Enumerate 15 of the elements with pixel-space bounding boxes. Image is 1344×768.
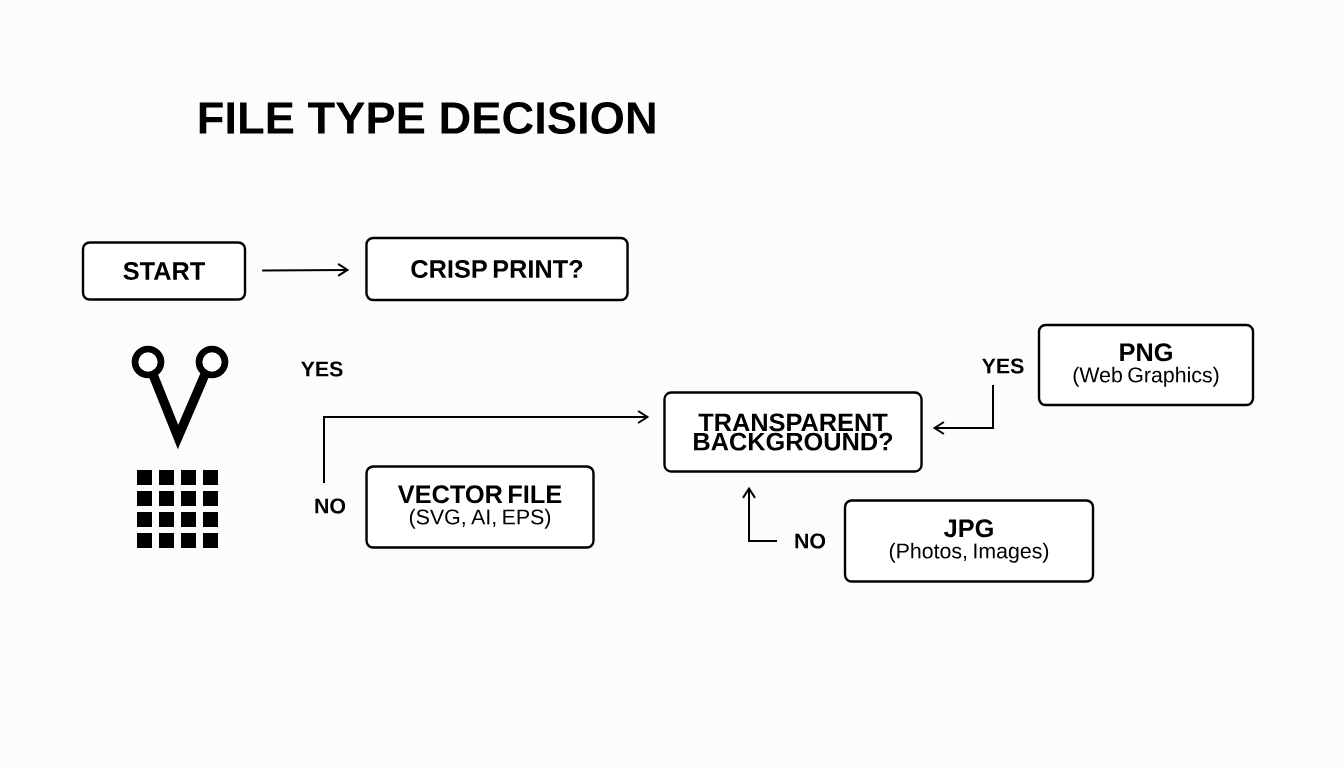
arrow <box>742 486 778 542</box>
edge-label: NO <box>312 497 348 515</box>
arrow <box>932 384 994 435</box>
decision-box: CRISP PRINT? <box>365 236 629 302</box>
branch-label: YES <box>301 361 343 377</box>
result-box: JPG (Photos, Images) <box>843 499 1095 583</box>
edge-label: NO <box>792 532 828 550</box>
arrow <box>323 410 650 484</box>
result-box: VECTOR FILE (SVG, AI, EPS) <box>365 465 595 549</box>
arrow <box>261 262 350 277</box>
decision-box: TRANSPARENT BACKGROUND? <box>663 391 923 473</box>
start-box: START <box>81 241 247 301</box>
title: FILE TYPE DECISION <box>199 101 655 135</box>
edge-label: YES <box>980 357 1026 375</box>
result-box: PNG (Web Graphics) <box>1037 323 1255 407</box>
